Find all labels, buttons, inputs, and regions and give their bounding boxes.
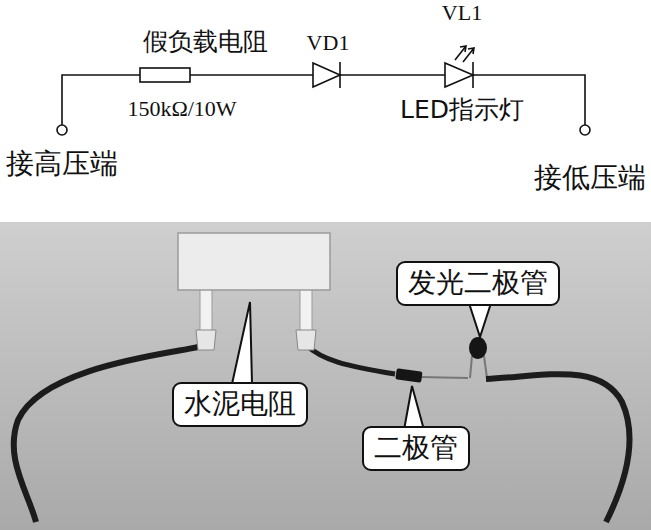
terminal <box>57 125 67 135</box>
sleeve <box>296 330 316 350</box>
schematic-label: LED指示灯 <box>400 96 524 125</box>
schematic-label: 接高压端 <box>6 148 118 180</box>
led-leads <box>470 356 487 378</box>
callout-text: 水泥电阻 <box>184 388 296 420</box>
schematic-label: 接低压端 <box>534 162 646 194</box>
callout-pointer <box>404 386 424 430</box>
wire <box>340 74 445 76</box>
callout-text: 二极管 <box>374 432 458 464</box>
lead <box>420 377 468 378</box>
schematic-label: 假负载电阻 <box>143 28 268 57</box>
callout-box: 水泥电阻 <box>172 382 308 427</box>
photo <box>0 222 651 530</box>
callout-box: 二极管 <box>362 426 470 471</box>
schematic <box>57 46 590 135</box>
lead-wire <box>486 374 630 522</box>
diode-body <box>395 368 422 383</box>
schematic-label: 150kΩ/10W <box>127 96 236 121</box>
resistor-symbol <box>140 68 190 82</box>
schematic-label: VD1 <box>307 30 350 55</box>
lead-wire <box>306 345 395 374</box>
callout-text: 发光二极管 <box>408 267 548 299</box>
led-symbol <box>445 63 473 87</box>
photo-ground <box>0 222 651 530</box>
diode-symbol <box>313 63 340 87</box>
callout-box: 发光二极管 <box>396 261 560 306</box>
led-body <box>469 337 487 359</box>
cement-resistor <box>178 233 330 290</box>
light-arrows <box>455 46 474 62</box>
sleeve <box>196 330 216 350</box>
callout-pointer <box>468 300 492 337</box>
terminal <box>580 125 590 135</box>
schematic-label: VL1 <box>442 0 482 25</box>
lead-wire <box>14 345 206 522</box>
callout-pointer <box>232 302 252 384</box>
wire <box>190 74 313 76</box>
